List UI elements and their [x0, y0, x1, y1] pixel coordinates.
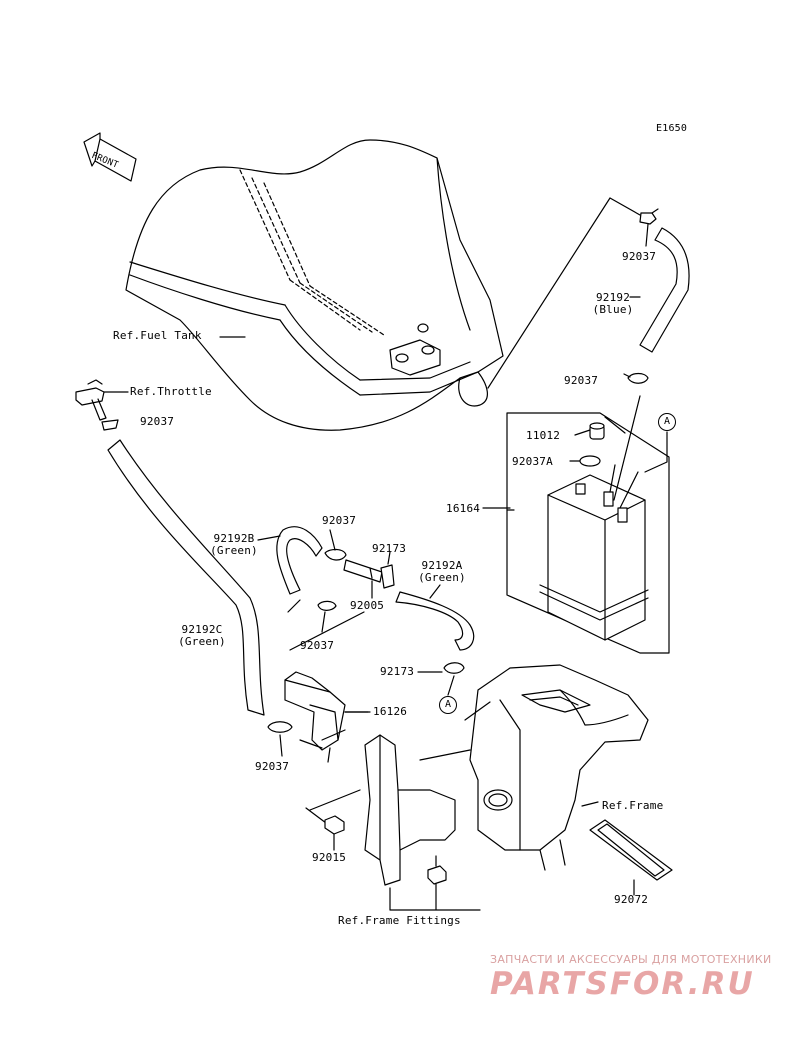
label-92173-bottom: 92173	[380, 665, 415, 678]
label-92037-top: 92037	[622, 250, 657, 263]
cap-11012	[589, 422, 605, 440]
bolt	[427, 855, 447, 885]
label-92015: 92015	[312, 851, 347, 864]
hose-92192b	[276, 526, 323, 595]
clamp-92037-top	[639, 208, 659, 225]
label-92192b-line1: 92192B	[213, 532, 255, 545]
label-92192-line2: (Blue)	[592, 303, 634, 316]
label-11012: 11012	[526, 429, 561, 442]
label-92192a-line1: 92192A	[421, 559, 463, 572]
label-92072: 92072	[614, 893, 649, 906]
joint-92005	[343, 559, 383, 583]
label-92192a: 92192A (Green)	[414, 560, 470, 584]
label-92192-line1: 92192	[595, 291, 631, 304]
label-16126: 16126	[373, 705, 408, 718]
front-arrow-icon	[83, 132, 137, 182]
hose-92192c	[107, 439, 265, 716]
label-92037-throttle: 92037	[140, 415, 175, 428]
label-92173-top: 92173	[372, 542, 407, 555]
nut-92015	[324, 815, 345, 835]
label-ref-frame-fittings: Ref.Frame Fittings	[338, 914, 461, 927]
label-ref-throttle: Ref.Throttle	[130, 385, 212, 398]
clamp-92037-lower	[267, 721, 293, 733]
throttle-tee	[75, 379, 107, 421]
label-92192c-line2: (Green)	[178, 635, 226, 648]
canister-16164	[539, 464, 649, 641]
fuel-tank-outline	[125, 139, 504, 431]
label-ref-frame: Ref.Frame	[602, 799, 664, 812]
label-16164: 16164	[446, 502, 481, 515]
callout-a-hose: A	[439, 696, 457, 714]
solenoid-16126	[284, 671, 346, 763]
clamp-92037a	[579, 455, 601, 467]
gasket-92072	[589, 819, 673, 881]
label-92192a-line2: (Green)	[418, 571, 466, 584]
label-92037a: 92037A	[512, 455, 553, 468]
label-92192b-line2: (Green)	[210, 544, 258, 557]
label-92192c-line1: 92192C	[181, 623, 223, 636]
label-92192b: 92192B (Green)	[208, 533, 260, 557]
clamp-92037-mid	[623, 372, 649, 384]
label-92192-blue: 92192 (Blue)	[588, 292, 638, 316]
label-92037-hose-b-lower: 92037	[300, 639, 335, 652]
callout-a-canister: A	[658, 413, 676, 431]
watermark-brand: PARTSFOR.RU	[490, 966, 755, 1002]
label-92192c: 92192C (Green)	[176, 624, 228, 648]
canister-frame	[506, 412, 670, 654]
hose-92192-blue	[639, 227, 690, 353]
diagram-code: E1650	[656, 123, 688, 134]
label-92037-mid: 92037	[564, 374, 599, 387]
label-92037-hose-b: 92037	[322, 514, 357, 527]
watermark-tagline: ЗАПЧАСТИ И АКСЕССУАРЫ ДЛЯ МОТОТЕХНИКИ	[490, 953, 772, 966]
label-92037-lower: 92037	[255, 760, 290, 773]
label-92005: 92005	[350, 599, 385, 612]
label-ref-fuel-tank: Ref.Fuel Tank	[113, 329, 202, 342]
bracket	[364, 734, 456, 886]
hose-92192a	[395, 591, 475, 651]
frame	[469, 664, 649, 871]
